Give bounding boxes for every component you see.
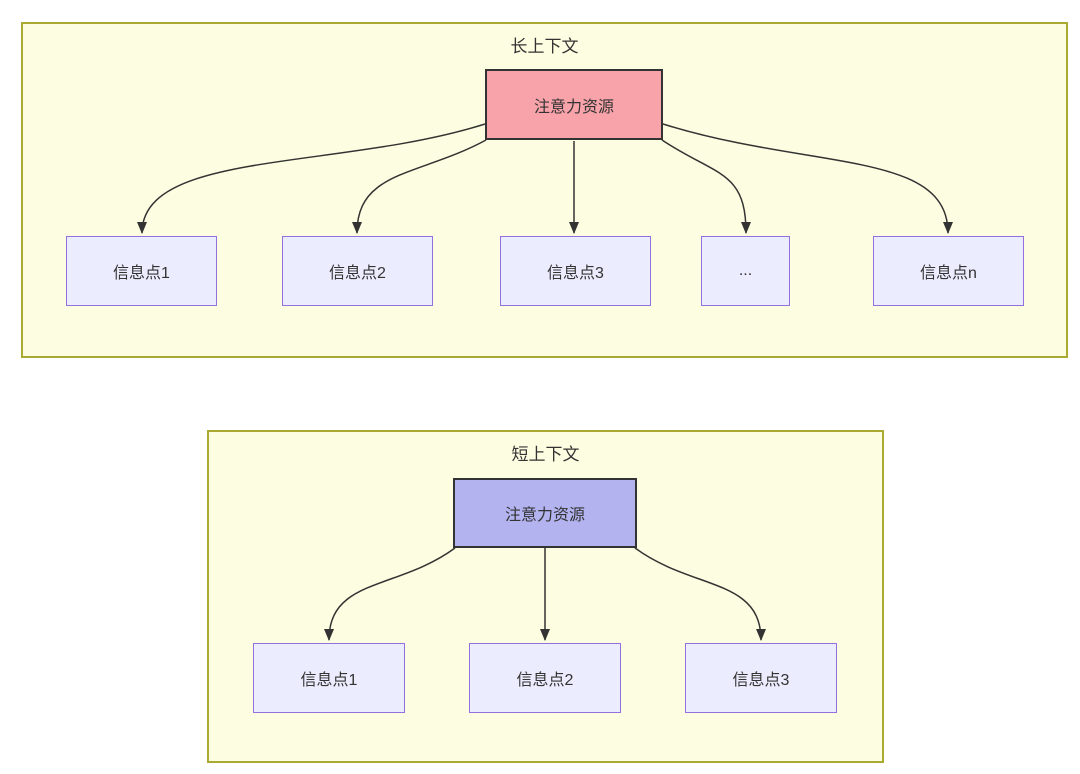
node-short-info-point-3: 信息点3: [685, 643, 837, 713]
node-long-info-point-3: 信息点3: [500, 236, 651, 306]
subgraph-long-title: 长上下文: [510, 37, 579, 56]
subgraph-short-title: 短上下文: [511, 445, 580, 464]
node-short-info-point-2: 信息点2: [469, 643, 621, 713]
node-long-attention-resource: 注意力资源: [485, 69, 663, 140]
node-short-info-point-1: 信息点1: [253, 643, 405, 713]
node-long-info-point-n: 信息点n: [873, 236, 1024, 306]
node-long-info-point-2: 信息点2: [282, 236, 433, 306]
node-long-info-point-1: 信息点1: [66, 236, 217, 306]
node-long-info-point-ellipsis: ...: [701, 236, 790, 306]
node-short-attention-resource: 注意力资源: [453, 478, 637, 548]
